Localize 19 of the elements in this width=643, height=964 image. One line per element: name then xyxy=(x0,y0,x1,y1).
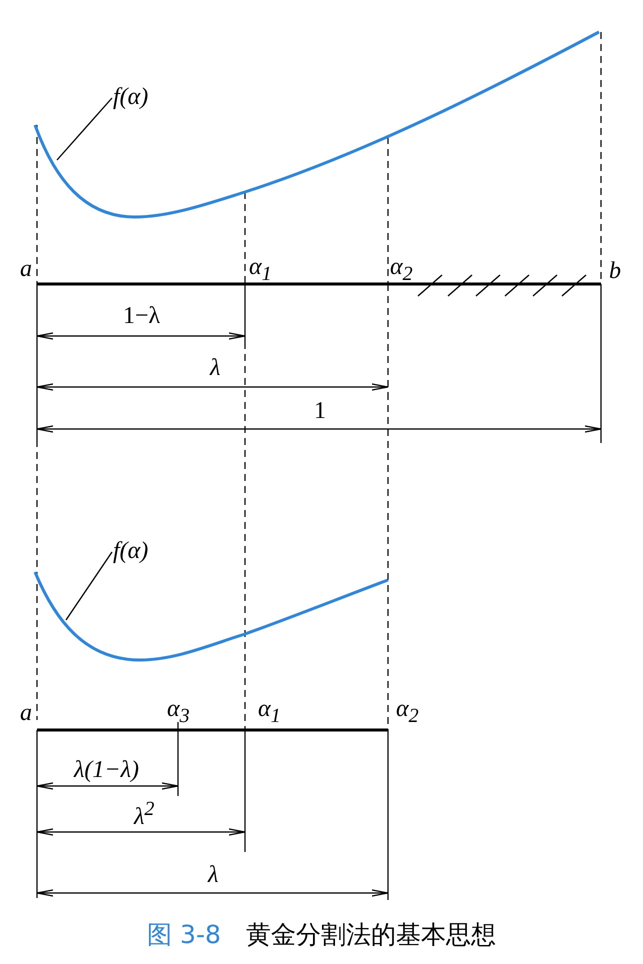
point-label: α$_{1}$ xyxy=(258,696,281,729)
point-label: a xyxy=(20,256,32,282)
point-label: α$_{2}$ xyxy=(390,254,413,287)
dimension-label: λ(1−λ) xyxy=(74,757,139,783)
dimension-label: λ$^{2}$ xyxy=(134,797,154,830)
point-label: α$_{2}$ xyxy=(396,696,419,729)
point-label: α$_{3}$ xyxy=(167,696,190,729)
point-label: a xyxy=(20,700,32,726)
curve-label: f(α) xyxy=(113,84,148,110)
dimension-label: λ xyxy=(210,355,220,381)
figure-caption: 图 3-8 黄金分割法的基本思想 xyxy=(146,919,497,951)
point-label: b xyxy=(609,258,621,284)
point-label: α$_{1}$ xyxy=(249,254,272,287)
curve-label: f(α) xyxy=(113,538,148,564)
dimension-label: 1 xyxy=(314,398,326,424)
leader-line xyxy=(56,98,112,160)
dimension-label: 1−λ xyxy=(123,303,160,329)
dimension-label: λ xyxy=(208,862,218,888)
leader-line xyxy=(65,552,113,620)
